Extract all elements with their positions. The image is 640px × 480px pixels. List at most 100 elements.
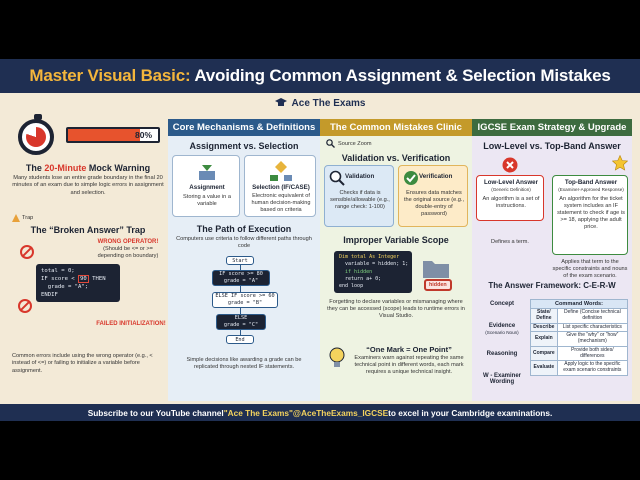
column-heading: Core Mechanisms & Definitions (168, 119, 320, 136)
verification-card: Verification Ensures data matches the or… (398, 165, 468, 227)
cross-icon (502, 157, 518, 173)
command-meaning: Define (Concise technical definition (556, 308, 629, 324)
progress-bar: 80% (66, 127, 160, 143)
low-text: An algorithm is a set of instructions. (482, 196, 540, 209)
checkmark-icon (404, 171, 418, 185)
flow-arrow (240, 308, 241, 314)
error-x-icon (18, 299, 32, 313)
framework-concept: Concept (490, 301, 514, 307)
top-title: Top-Band Answer (564, 179, 618, 186)
brand-bar: Ace The Exams (0, 93, 640, 113)
title-banner: Master Visual Basic: Avoiding Common Ass… (0, 59, 640, 93)
box-arrow-icon (199, 165, 215, 180)
scope-text: Forgetting to declare variables or misma… (327, 299, 465, 319)
wrong-operator-title: WRONG OPERATOR! (97, 239, 159, 245)
magnifier-icon (329, 170, 345, 186)
one-mark-title: “One Mark = One Point” (366, 345, 452, 354)
title-rest: Avoiding Common Assignment & Selection M… (190, 66, 611, 85)
brand-name: Ace The Exams (291, 97, 366, 109)
code-line-2c: THEN (88, 276, 106, 283)
framework-wording: W - Examiner Wording (482, 373, 521, 385)
command-meaning: Provide both sides/ differences (556, 345, 629, 362)
assign-vs-select-heading: Assignment vs. Selection (189, 141, 299, 151)
framework-title: The Answer Framework: C-E-R-W (488, 281, 616, 290)
mock-title-post: Mock Warning (86, 163, 151, 173)
low-level-card: Low-Level Answer (Generic Definition) An… (476, 175, 544, 221)
common-errors-text: Common errors include using the wrong op… (12, 353, 153, 374)
star-icon (612, 155, 628, 171)
path-heading: The Path of Execution (196, 224, 292, 234)
progress-label: 80% (134, 130, 152, 140)
failed-init-note: FAILED INITIALIZATION! (96, 321, 166, 328)
title-accent: Master Visual Basic: (29, 66, 191, 85)
footer-channel: "Ace The Exams" (223, 407, 293, 418)
broken-code-block: total = 0; IF score < 90 THEN grade = "A… (36, 264, 120, 303)
top-note: Applies that term to the specific constr… (552, 259, 628, 279)
code-line-4: ENDIF (41, 292, 58, 299)
warning-icon (12, 214, 20, 222)
command-word: State/ Define (530, 308, 558, 324)
low-vs-top-heading: Low-Level vs. Top-Band Answer (483, 141, 621, 151)
nested-if-text: Simple decisions like awarding a grade c… (186, 357, 302, 370)
flowchart-icon (270, 161, 292, 181)
flow-end: End (226, 335, 254, 344)
column-core-mechanisms: Core Mechanisms & Definitions Assignment… (168, 119, 320, 401)
scope-code-2: variable = hidden; 1; (339, 261, 409, 268)
assignment-text: Storing a value in a variable (183, 194, 231, 207)
mock-warning-title: The 20-Minute Mock Warning (8, 163, 168, 173)
flow-elseif: ELSE IF score >= 60 grade = "B" (212, 292, 278, 308)
valid-verif-heading: Validation vs. Verification (341, 153, 451, 163)
command-meaning: Give the “why” or “how” (mechanism) (556, 331, 629, 347)
mock-warning-text: Many students lose an entire grade bound… (12, 175, 164, 196)
source-zoom: Source Zoom (326, 139, 372, 148)
command-word: Explain (530, 331, 558, 347)
selection-card: Selection (IF/CASE) Electronic equivalen… (244, 155, 316, 217)
trap-tag: Trap (12, 214, 33, 222)
footer-post: to excel in your Cambridge examinations. (388, 407, 553, 418)
lightbulb-icon (329, 347, 345, 367)
assignment-title: Assignment (189, 184, 225, 191)
folder-icon (423, 261, 449, 278)
flow-if: IF score >= 80 grade = "A" (212, 270, 270, 286)
scope-code-1: Dim total As Integer (339, 254, 400, 260)
table-header: Command Words: (530, 299, 628, 309)
command-meaning: List specific characteristics (556, 322, 629, 333)
subscribe-footer: Subscribe to our YouTube channel "Ace Th… (0, 404, 640, 421)
one-mark-text: Examiners warn against repeating the sam… (354, 355, 464, 375)
flow-arrow (240, 265, 241, 270)
validation-text: Checks if data is sensible/allowable (e.… (330, 190, 390, 210)
top-sub: (Examiner-Approved Response) (558, 187, 624, 192)
footer-pre: Subscribe to our YouTube channel (87, 407, 224, 418)
flow-arrow (240, 330, 241, 335)
trap-title: The “Broken Answer” Trap (30, 225, 146, 235)
error-x-icon (20, 245, 34, 259)
column-heading: The Common Mistakes Clinic (320, 119, 472, 136)
code-line-2a: IF score < (41, 276, 79, 283)
verification-title: Verification (419, 173, 453, 180)
validation-title: Validation (345, 173, 375, 180)
trap-tag-label: Trap (22, 215, 34, 221)
framework-reasoning: Reasoning (486, 351, 518, 357)
selection-text: Electronic equivalent of human decision-… (251, 193, 311, 213)
path-text: Computers use criteria to follow differe… (176, 236, 312, 249)
source-zoom-label: Source Zoom (338, 140, 372, 147)
failed-init-title: FAILED INITIALIZATION! (96, 321, 166, 327)
low-sub: (Generic Definition) (491, 187, 531, 192)
column-mistakes-clinic: The Common Mistakes Clinic Source Zoom V… (320, 119, 472, 401)
column-mock-warning: 80% The 20-Minute Mock Warning Many stud… (8, 114, 168, 401)
scope-heading: Improper Variable Scope (343, 235, 449, 245)
validation-card: Validation Checks if data is sensible/al… (324, 165, 394, 227)
top-band-card: Top-Band Answer (Examiner-Approved Respo… (552, 175, 628, 255)
code-line-1: total = 0; (41, 268, 75, 274)
command-word: Compare (530, 345, 558, 362)
command-word: Describe (530, 322, 558, 333)
top-text: An algorithm for the ticket system inclu… (557, 196, 625, 230)
scope-code-4: return a+ 0; (339, 275, 382, 282)
mock-title-pre: The (25, 163, 45, 173)
framework-evidence: Evidence (488, 323, 516, 329)
flow-start: Start (226, 256, 254, 265)
